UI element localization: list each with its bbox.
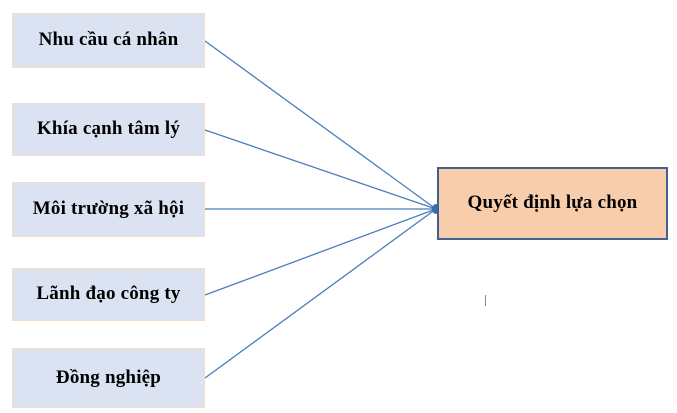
node-dong-nghiep[interactable]: Đồng nghiệp bbox=[12, 348, 205, 408]
node-quyet-dinh-lua-chon[interactable]: Quyết định lựa chọn bbox=[437, 167, 668, 240]
node-label: Lãnh đạo công ty bbox=[36, 283, 181, 305]
node-label: Quyết định lựa chọn bbox=[467, 192, 638, 214]
edge-nhu-cau-ca-nhan-to-quyet-dinh-lua-chon bbox=[204, 40, 437, 210]
node-label: Môi trường xã hội bbox=[32, 198, 185, 220]
node-nhu-cau-ca-nhan[interactable]: Nhu cầu cá nhân bbox=[12, 13, 205, 68]
node-khia-canh-tam-ly[interactable]: Khía cạnh tâm lý bbox=[12, 103, 205, 156]
edge-khia-canh-tam-ly-to-quyet-dinh-lua-chon bbox=[204, 129, 437, 210]
node-label: Đồng nghiệp bbox=[55, 366, 162, 388]
node-label: Khía cạnh tâm lý bbox=[36, 118, 181, 140]
node-moi-truong-xa-hoi[interactable]: Môi trường xã hội bbox=[12, 182, 205, 237]
text-caret-artifact bbox=[485, 295, 486, 306]
edge-lanh-dao-cong-ty-to-quyet-dinh-lua-chon bbox=[204, 208, 437, 296]
node-lanh-dao-cong-ty[interactable]: Lãnh đạo công ty bbox=[12, 268, 205, 321]
node-label: Nhu cầu cá nhân bbox=[38, 29, 179, 51]
edge-dong-nghiep-to-quyet-dinh-lua-chon bbox=[204, 208, 437, 379]
